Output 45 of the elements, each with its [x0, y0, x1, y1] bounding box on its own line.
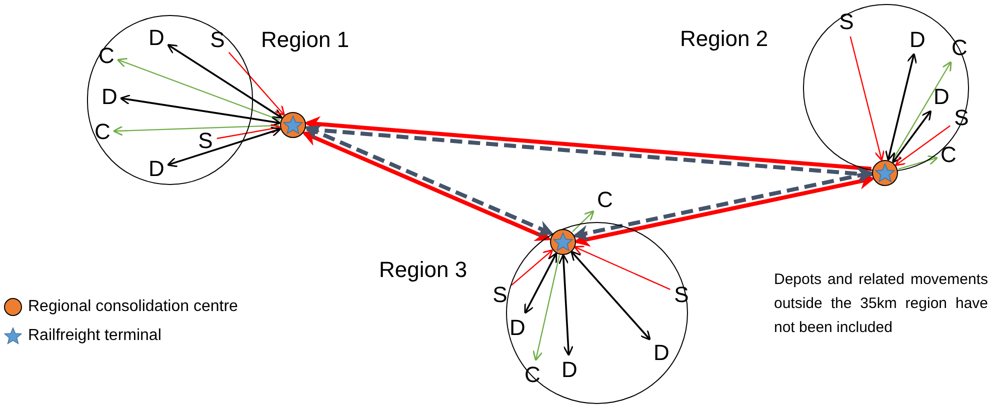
- node-letter: C: [597, 189, 613, 211]
- arrow: [574, 246, 670, 290]
- note-text: Depots and related movements outside the 35km region have not been included: [774, 270, 988, 338]
- region-label: Region 3: [379, 259, 468, 281]
- node-letter: D: [562, 358, 578, 380]
- arrow: [166, 126, 282, 168]
- arrow: [166, 44, 283, 119]
- arrow: [116, 58, 280, 121]
- arrow: [306, 127, 874, 182]
- legend-label: Regional consolidation centre: [28, 299, 238, 315]
- node-letter: D: [510, 316, 526, 338]
- node-letter: S: [210, 28, 225, 50]
- arrow: [216, 124, 281, 140]
- legend-label: Railfreight terminal: [28, 328, 162, 344]
- arrow: [524, 252, 558, 314]
- arrow: [850, 36, 885, 162]
- node-letter: D: [148, 158, 164, 180]
- arrow: [572, 210, 594, 232]
- arrow: [574, 174, 876, 247]
- arrow: [892, 110, 932, 164]
- node-letter: D: [654, 342, 670, 364]
- arrow: [894, 125, 950, 166]
- node-letter: C: [94, 120, 110, 142]
- arrow: [570, 250, 651, 340]
- node-letter: S: [492, 284, 508, 306]
- node-letter: S: [198, 130, 213, 152]
- node-letter: D: [910, 28, 926, 50]
- arrow: [898, 155, 938, 170]
- arrow: [120, 94, 281, 127]
- arrow: [228, 52, 286, 116]
- arrow: [510, 249, 554, 286]
- arrow: [532, 255, 560, 362]
- arrow: [892, 61, 952, 162]
- arrow: [304, 116, 872, 171]
- arrow: [572, 168, 874, 241]
- node-letter: S: [839, 10, 854, 32]
- region-label: Region 2: [680, 28, 768, 50]
- arrow: [885, 52, 918, 161]
- node-letter: C: [940, 144, 956, 166]
- node-letter: D: [148, 26, 164, 48]
- arrow: [112, 124, 280, 136]
- arrow: [558, 254, 574, 356]
- region-label: Region 1: [261, 29, 350, 51]
- node-letter: D: [934, 86, 950, 108]
- node-letter: D: [102, 86, 118, 108]
